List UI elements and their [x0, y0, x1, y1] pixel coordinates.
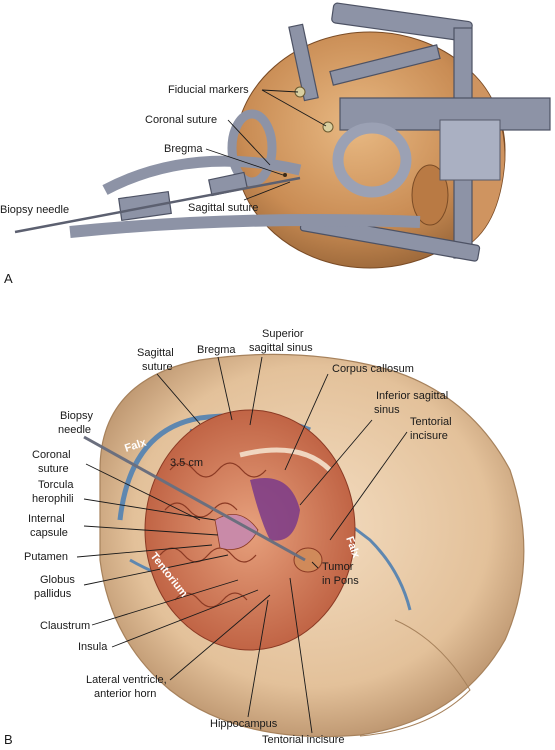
frame-side-box [439, 119, 501, 181]
panel-letter-a: A [4, 271, 13, 286]
label-torcula-herophili-2: herophili [32, 493, 74, 505]
label-biopsy-needle-b-2: needle [58, 424, 91, 436]
label-corpus-callosum: Corpus callosum [332, 363, 414, 375]
label-insula: Insula [78, 641, 108, 653]
frame-arc-ring [227, 109, 277, 187]
label-lateral-ventricle-2: anterior horn [94, 688, 156, 700]
label-fiducial-markers: Fiducial markers [168, 84, 249, 96]
biopsy-needle-shaft-a [14, 176, 301, 234]
label-globus-pallidus-2: pallidus [34, 588, 72, 600]
panel-a: Fiducial markers Coronal suture Bregma B… [0, 2, 551, 286]
face-contour [359, 619, 471, 737]
tumor-in-pons [293, 547, 323, 573]
label-hippocampus: Hippocampus [210, 718, 278, 730]
label-biopsy-needle: Biopsy needle [0, 204, 69, 216]
frame-arc [102, 155, 302, 195]
label-biopsy-needle-b: Biopsy [60, 410, 94, 422]
label-tentorial-incisure-top-2: incisure [410, 430, 448, 442]
bregma-point [283, 173, 287, 177]
fiducial-marker [322, 121, 334, 133]
frame-cross-bar [329, 44, 441, 86]
label-coronal-suture-b: Coronal [32, 449, 71, 461]
deep-nuclei [214, 513, 259, 550]
label-tumor-in-pons: Tumor [322, 561, 354, 573]
frame-arc-lower [69, 213, 421, 238]
corpus-callosum [239, 447, 332, 472]
label-tentorial-incisure-top: Tentorial [410, 416, 452, 428]
lateral-ventricle [250, 478, 300, 541]
label-coronal-suture: Coronal suture [145, 114, 217, 126]
label-internal-capsule-2: capsule [30, 527, 68, 539]
label-sagittal-suture-b: Sagittal [137, 347, 174, 359]
panel-letter-b: B [4, 732, 13, 747]
label-sagittal-suture: Sagittal suture [188, 202, 258, 214]
label-claustrum: Claustrum [40, 620, 90, 632]
label-superior-sagittal-sinus-2: sagittal sinus [249, 342, 313, 354]
label-torcula-herophili: Torcula [38, 479, 74, 491]
panel-b: Sagittal suture Bregma Superior sagittal… [4, 328, 525, 747]
label-bregma-b: Bregma [197, 344, 236, 356]
gyri [159, 462, 267, 608]
label-inferior-sagittal-sinus: Inferior sagittal [376, 390, 448, 402]
patient-ear [411, 164, 449, 226]
label-bregma: Bregma [164, 143, 203, 155]
biopsy-needle-shaft-b [83, 435, 306, 562]
label-inferior-sagittal-sinus-2: sinus [374, 404, 400, 416]
label-tumor-in-pons-2: in Pons [322, 575, 359, 587]
frame-ear-ring [332, 122, 412, 198]
needle-carriage [118, 190, 172, 222]
label-coronal-suture-b-2: suture [38, 463, 69, 475]
label-lateral-ventricle: Lateral ventricle, [86, 674, 167, 686]
label-globus-pallidus: Globus [40, 574, 75, 586]
label-sagittal-suture-b-2: suture [142, 361, 173, 373]
label-internal-capsule: Internal [28, 513, 65, 525]
label-superior-sagittal-sinus: Superior [262, 328, 304, 340]
label-putamen: Putamen [24, 551, 68, 563]
frame-left-post [288, 23, 319, 102]
label-tentorial-incisure-bottom: Tentorial incisure [262, 734, 345, 746]
label-distance: 3.5 cm [170, 457, 203, 469]
